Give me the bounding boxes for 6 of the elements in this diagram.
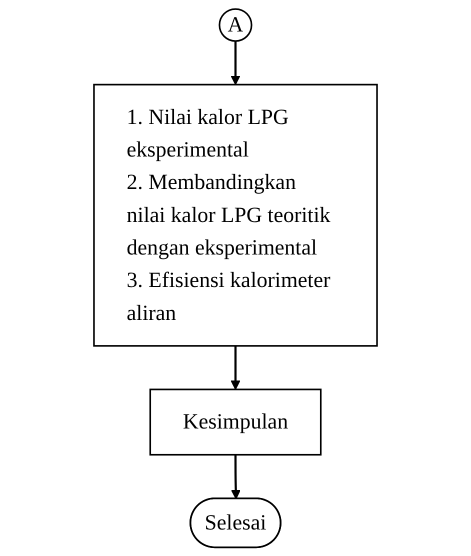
arrow [230, 346, 240, 390]
arrow [230, 41, 240, 86]
node-box: 1. Nilai kalor LPG eksperimental 2. Membandingkan nilai kalor LPG teoritik dengan eksperimental 3. Efisiensi kalorimeter aliran [93, 84, 378, 347]
node-box: Kesimpulan [149, 388, 322, 456]
node-circle: A [218, 8, 252, 42]
arrow [231, 454, 241, 500]
